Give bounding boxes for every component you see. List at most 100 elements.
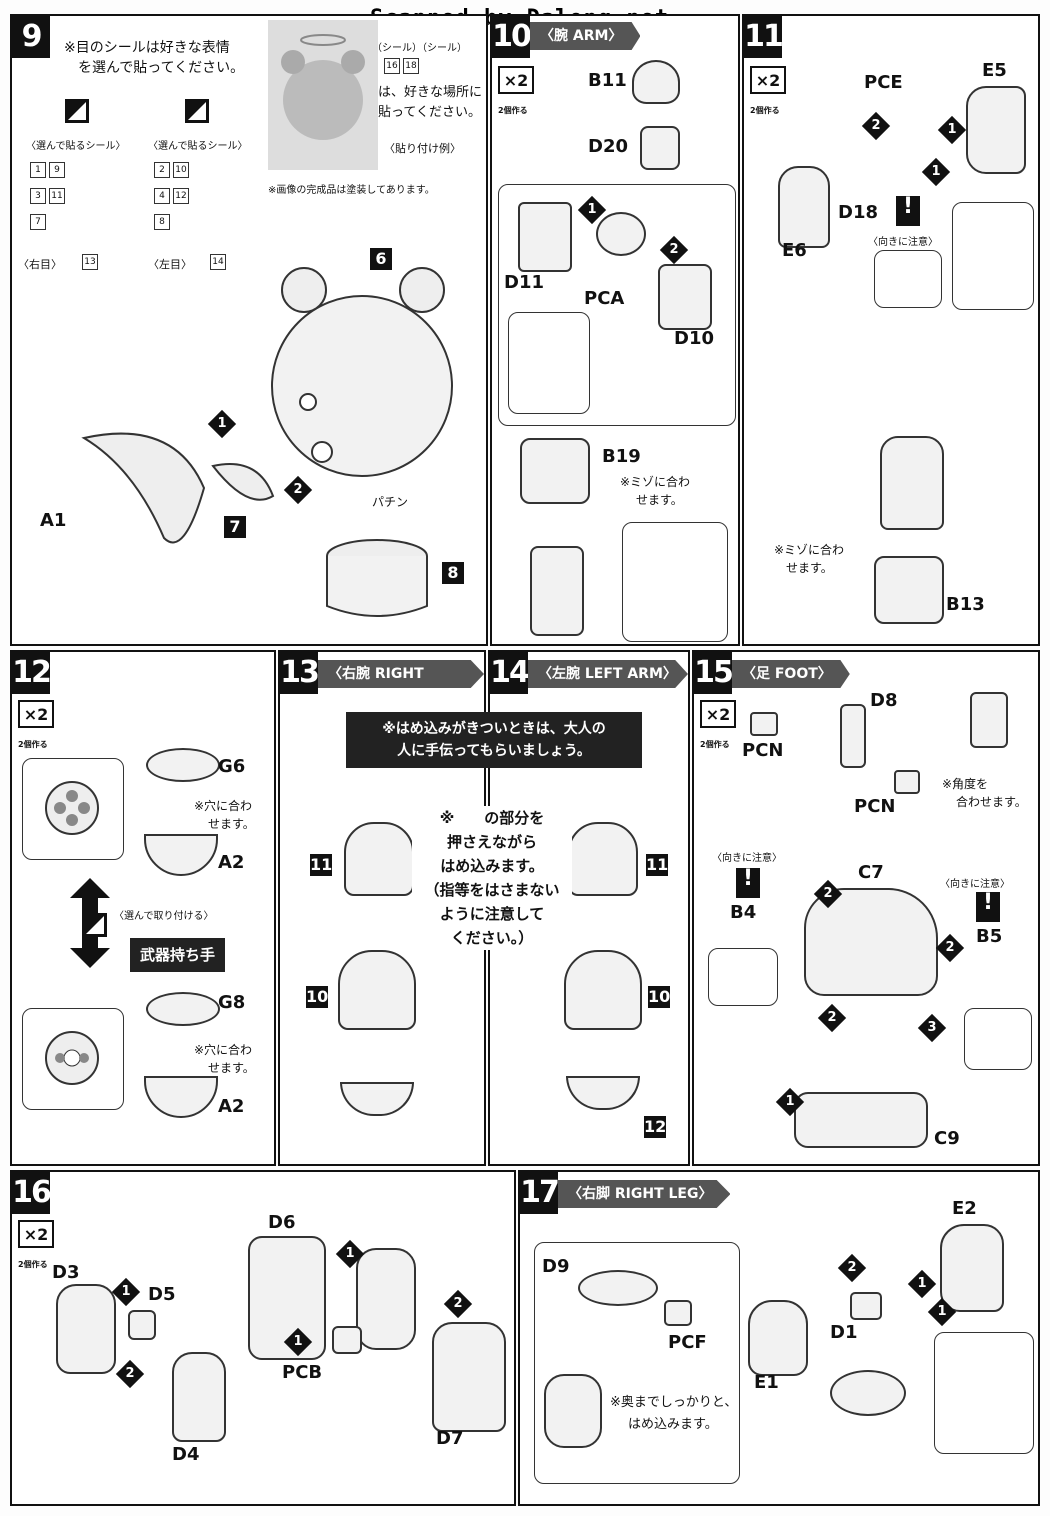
part-label: B4	[730, 902, 757, 923]
seal-num: 4	[154, 188, 170, 204]
hand-socket-part	[45, 1031, 99, 1085]
seal-num: 14	[210, 254, 226, 270]
note: ※目のシールは好きな表情	[64, 40, 230, 56]
detail-inset	[952, 202, 1034, 310]
note: は、好きな場所に	[378, 85, 483, 100]
note: せます。	[636, 493, 683, 507]
caution-icon: !	[736, 868, 760, 898]
part-label: C9	[934, 1128, 960, 1149]
leg-ring-part	[874, 556, 944, 624]
seal-num: 1	[30, 162, 46, 178]
note: ※角度を	[942, 777, 989, 791]
note: （シール）（シール）	[372, 43, 467, 54]
arm-half-part	[658, 264, 712, 330]
part-label: 10	[648, 986, 671, 1008]
sticker-icon	[65, 99, 89, 123]
shin-core-part	[356, 1248, 416, 1350]
hand-socket-part	[45, 781, 99, 835]
step-number: 16	[12, 1172, 52, 1214]
part-label: PCN	[854, 796, 896, 817]
note: 〈向きに注意〉	[940, 879, 1010, 890]
caution-icon: !	[976, 892, 1000, 922]
part-label: E2	[952, 1198, 977, 1219]
seal-num: 3	[30, 188, 46, 204]
part-label: G6	[218, 756, 246, 777]
bear-head-part	[271, 267, 453, 477]
note: 貼ってください。	[378, 105, 481, 120]
step-order: 1	[207, 409, 237, 439]
label: 〈選んで貼るシール〉	[148, 141, 248, 152]
base-part	[326, 539, 428, 617]
part-label: A2	[218, 852, 245, 873]
leg-half-part	[778, 166, 830, 248]
seal-num: 16	[384, 58, 400, 74]
note: ※奥までしっかりと、	[610, 1395, 738, 1410]
note: ※穴に合わ	[194, 1043, 253, 1057]
step-order: 2	[837, 1253, 867, 1283]
seal-right-eye: 13	[82, 254, 98, 270]
press-instruction: ※ の部分を押さえながらはめ込みます。（指等をはさまないように注意してください。…	[412, 806, 572, 950]
part-label: 8	[442, 562, 464, 584]
note: せます。	[208, 817, 255, 831]
note: ※ミゾに合わ	[774, 543, 845, 557]
step-order: 1	[577, 195, 607, 225]
note: 〈向きに注意〉	[868, 237, 938, 248]
step-9-panel: 9 ※目のシールは好きな表情 を選んで貼ってください。 〈選んで貼るシール〉 〈…	[10, 14, 488, 646]
note: せます。	[208, 1061, 255, 1075]
face-plate-part	[81, 432, 206, 544]
step-number: 17	[520, 1172, 560, 1214]
step-order: 1	[775, 1087, 805, 1117]
part-label: PCF	[668, 1332, 707, 1353]
ankle-part	[840, 704, 866, 768]
joint-part	[640, 126, 680, 170]
step-number: 11	[744, 16, 784, 58]
seal-num: 10	[173, 162, 189, 178]
sticker-icon	[185, 99, 209, 123]
part-label: 12	[644, 1116, 667, 1138]
note: ※穴に合わ	[194, 799, 253, 813]
part-label: D10	[674, 328, 714, 349]
part-label: 6	[370, 248, 392, 270]
part-label: B5	[976, 926, 1003, 947]
detail-inset	[964, 1008, 1032, 1070]
seal-left-eye: 14	[210, 254, 226, 270]
mouth-part	[211, 463, 275, 501]
step-order: 1	[283, 1327, 313, 1357]
sticker-icon	[83, 913, 107, 937]
hand-part	[340, 1082, 414, 1116]
caution-banner: ※はめ込みがきついときは、大人の人に手伝ってもらいましょう。	[346, 712, 642, 768]
step-number: 13	[280, 652, 320, 694]
thigh-half-part	[56, 1284, 116, 1374]
foot-sole-part	[794, 1092, 928, 1148]
leg-half-part	[966, 86, 1026, 174]
step-number: 10	[492, 16, 532, 58]
pc-joint-part	[894, 770, 920, 794]
seal-num: 18	[403, 58, 419, 74]
seal-group-a: 7	[30, 214, 46, 230]
part-label: E5	[982, 60, 1007, 81]
part-label: D7	[436, 1428, 464, 1449]
part-label: PCN	[742, 740, 784, 761]
part-label: 11	[646, 854, 669, 876]
step-order: 2	[817, 1003, 847, 1033]
step-order: 1	[335, 1239, 365, 1269]
weapon-hand-label: 武器持ち手	[130, 938, 226, 972]
detail-inset	[934, 1332, 1034, 1454]
step-number: 12	[12, 652, 52, 694]
part-label: B19	[602, 446, 641, 467]
hand-part	[566, 1076, 640, 1110]
note: 合わせます。	[956, 795, 1027, 809]
step-number: 14	[490, 652, 530, 694]
arm-assembly-part	[530, 546, 584, 636]
